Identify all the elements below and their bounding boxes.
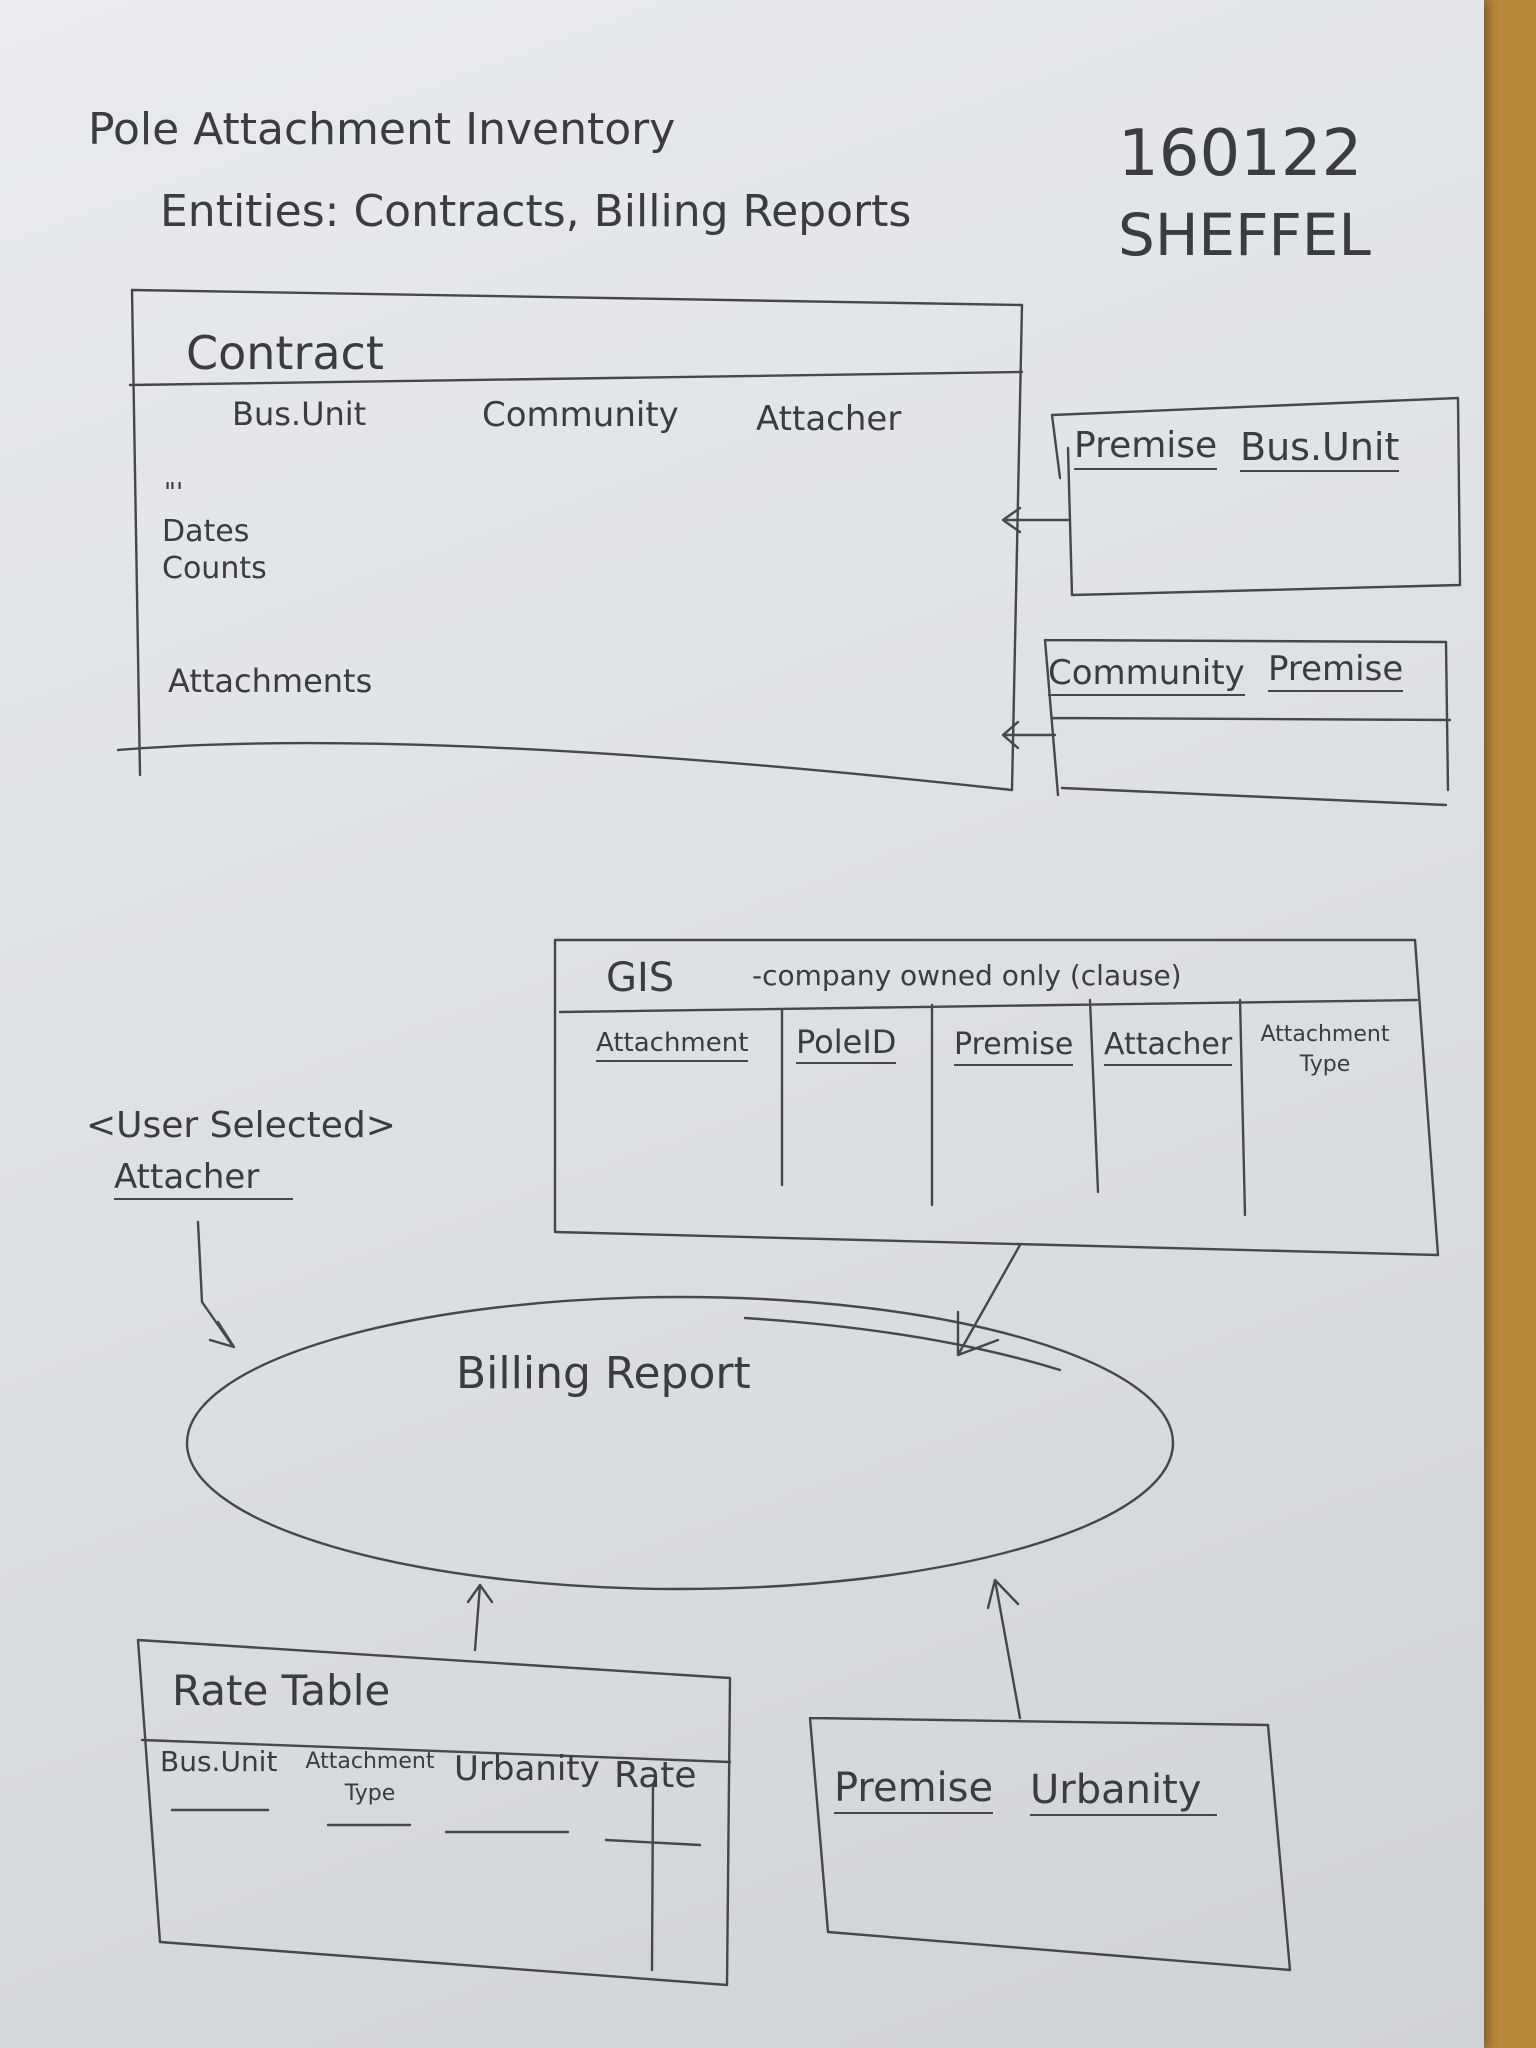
premise-busunit-box bbox=[1050, 396, 1462, 597]
billing-report-ellipse bbox=[185, 1295, 1175, 1591]
contract-col-attacher: Attacher bbox=[756, 399, 902, 439]
arrow-premise-busunit-to-contract bbox=[1001, 506, 1070, 534]
rate-col-busunit: Bus.Unit bbox=[160, 1745, 278, 1778]
rate-table-box bbox=[136, 1638, 732, 1987]
diagram-subtitle: Entities: Contracts, Billing Reports bbox=[160, 186, 912, 237]
gis-col-attacher: Attacher bbox=[1104, 1030, 1233, 1066]
contract-ditto: "' bbox=[164, 478, 184, 508]
author-name: SHEFFEL bbox=[1118, 201, 1371, 269]
billing-report-label: Billing Report bbox=[456, 1348, 751, 1399]
gis-title: GIS bbox=[606, 955, 675, 1001]
gis-note: -company owned only (clause) bbox=[752, 959, 1182, 992]
arrow-user-to-billing bbox=[196, 1220, 236, 1349]
paper-sheet bbox=[0, 0, 1484, 2048]
gis-col-poleid: PoleID bbox=[796, 1026, 897, 1064]
contract-field-counts: Counts bbox=[162, 551, 267, 586]
gis-col-attachment-type: Attachment Type bbox=[1260, 1022, 1390, 1077]
premise-urbanity-box bbox=[808, 1716, 1292, 1972]
gis-col-attachment: Attachment bbox=[596, 1030, 749, 1062]
rate-col-urbanity: Urbanity bbox=[454, 1749, 600, 1789]
diagram-title: Pole Attachment Inventory bbox=[88, 104, 676, 155]
user-selected-label: <User Selected> bbox=[86, 1105, 396, 1146]
pu-col-premise: Premise bbox=[834, 1768, 994, 1814]
user-selected-attacher: Attacher bbox=[114, 1160, 294, 1200]
contract-field-dates: Dates bbox=[162, 514, 250, 549]
pu-col-urbanity: Urbanity bbox=[1030, 1770, 1218, 1816]
contract-col-busunit: Bus.Unit bbox=[232, 395, 367, 433]
rate-table-title: Rate Table bbox=[172, 1666, 391, 1715]
arrow-premise-urbanity-to-billing bbox=[986, 1578, 1022, 1720]
cp-col-community: Community bbox=[1048, 656, 1245, 696]
date-code: 160122 bbox=[1118, 117, 1363, 191]
rate-col-attachment-type: Attachment Type bbox=[305, 1749, 435, 1806]
pbu-col-premise: Premise bbox=[1074, 428, 1218, 470]
arrow-rate-to-billing bbox=[466, 1583, 494, 1652]
gis-box bbox=[553, 938, 1440, 1257]
cp-col-premise: Premise bbox=[1268, 652, 1404, 692]
rate-col-rate: Rate bbox=[614, 1755, 697, 1796]
contract-field-attachments: Attachments bbox=[168, 662, 373, 700]
arrow-community-premise-to-contract bbox=[1001, 720, 1057, 750]
pbu-col-busunit: Bus.Unit bbox=[1240, 428, 1400, 472]
contract-box bbox=[116, 288, 1024, 792]
contract-title: Contract bbox=[186, 326, 384, 380]
community-premise-box bbox=[1043, 638, 1452, 807]
gis-col-premise: Premise bbox=[954, 1030, 1074, 1066]
arrow-gis-to-billing bbox=[956, 1243, 1022, 1357]
contract-col-community: Community bbox=[482, 395, 679, 435]
